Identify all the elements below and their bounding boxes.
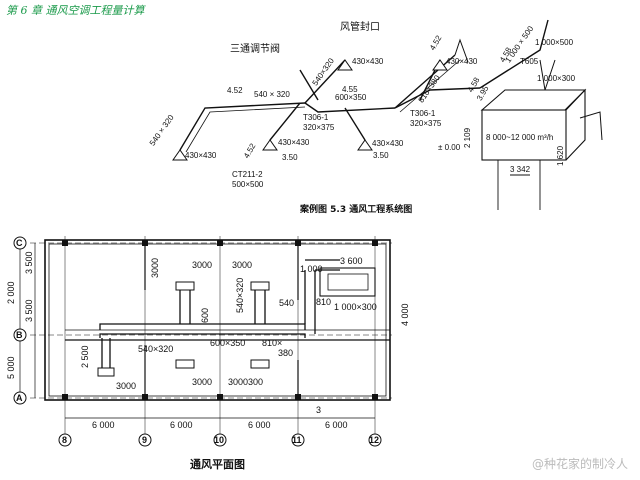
floor-plan [19,236,392,435]
el-452-a: 4.52 [227,86,243,95]
t306-a: T306-1 [303,113,329,122]
axis-8: 8 [62,435,67,445]
h600x350: 600×350 [210,338,245,348]
bay-4: 6 000 [325,420,348,430]
label-430-4: 430×430 [446,57,478,66]
axis-10: 10 [214,435,224,445]
label-540x320-a: 540 × 320 [148,113,176,148]
top-3000-b: 3000 [232,260,252,270]
mark-3: 3 [316,405,321,415]
label-430-1: 430×430 [185,151,217,160]
t306-b-size: 320×375 [410,119,442,128]
bot-300-d: 300 [248,377,263,387]
w3342: 3 342 [510,165,531,174]
handwritten-tee-valve: 三通调节阀 [230,42,280,55]
bay-1: 6 000 [92,420,115,430]
top-3000-a: 3000 [192,260,212,270]
label-430-3: 430×430 [352,57,384,66]
ct211: CT211-2 [232,170,263,179]
row-dim-outer-1: 2 000 [6,281,16,304]
h810-b: 380 [278,348,293,358]
v540x320: 540×320 [235,278,245,313]
d3600: 3 600 [340,256,363,266]
d1000x300: 1 000×300 [537,74,576,83]
el-350-b: 3.50 [373,151,389,160]
d2500-right: 4 000 [400,303,410,326]
label-430-5: 430×430 [372,139,404,148]
diffusers [172,59,448,161]
row-dim-inner-1: 3 500 [24,251,34,274]
h540x320: 540×320 [138,344,173,354]
plan-caption: 通风平面图 [190,457,245,471]
d1000x300: 1 000×300 [334,302,377,312]
axis-b: B [16,330,23,340]
axis-11: 11 [292,435,302,445]
watermark: @种花家的制冷人 [531,457,628,471]
system-labels: 三通调节阀 风管封口 540 × 320 540 × 320 540×320 6… [148,20,576,215]
bot-3000-c: 3000 [116,381,136,391]
system-caption: 案例图 5.3 通风工程系统图 [299,203,412,215]
bay-3: 6 000 [248,420,271,430]
axis-bubbles: C B A 8 9 10 11 12 [13,236,382,447]
d810: 810 [316,297,331,307]
bot-3000-a: 3000 [192,377,212,387]
ct211-size: 500×500 [232,180,264,189]
plan-labels: 6 000 6 000 6 000 6 000 2 000 5 000 3 50… [6,251,410,471]
v2500: 2 500 [80,345,90,368]
label-430-2: 430×430 [278,138,310,147]
el-350-a: 3.50 [282,153,298,162]
el-455: 4.55 [342,85,358,94]
axis-9: 9 [142,435,147,445]
axis-a: A [16,393,23,403]
t605: T605 [520,57,539,66]
t306-b: T306-1 [410,109,436,118]
capacity: 8 000~12 000 m³/h [486,133,553,142]
row-dim-inner-2: 3 500 [24,299,34,322]
axis-12: 12 [369,435,379,445]
el-000: ± 0.00 [438,143,461,152]
d1000: 1 000 [300,264,323,274]
h2109: 2 109 [463,127,472,148]
el-452-c: 4.52 [428,33,444,51]
label-540x320-b: 540 × 320 [254,90,290,99]
t306-a-size: 320×375 [303,123,335,132]
bot-3000-b: 3000 [228,377,248,387]
bay-2: 6 000 [170,420,193,430]
page-header: 第 6 章 通风空调工程量计算 [6,4,145,17]
h810-a: 810× [262,338,282,348]
label-600x350: 600×350 [335,93,367,102]
axis-c: C [16,238,23,248]
v3000: 3000 [150,258,160,278]
handwritten-seal: 风管封口 [340,20,380,33]
v600: 600 [200,308,210,323]
el-452-b: 4.52 [242,141,258,159]
row-dim-outer-2: 5 000 [6,356,16,379]
d540: 540 [279,298,294,308]
system-diagram [179,19,603,210]
w1620: 1 620 [556,145,565,166]
d1000x500-a: 1 000×500 [535,38,574,47]
